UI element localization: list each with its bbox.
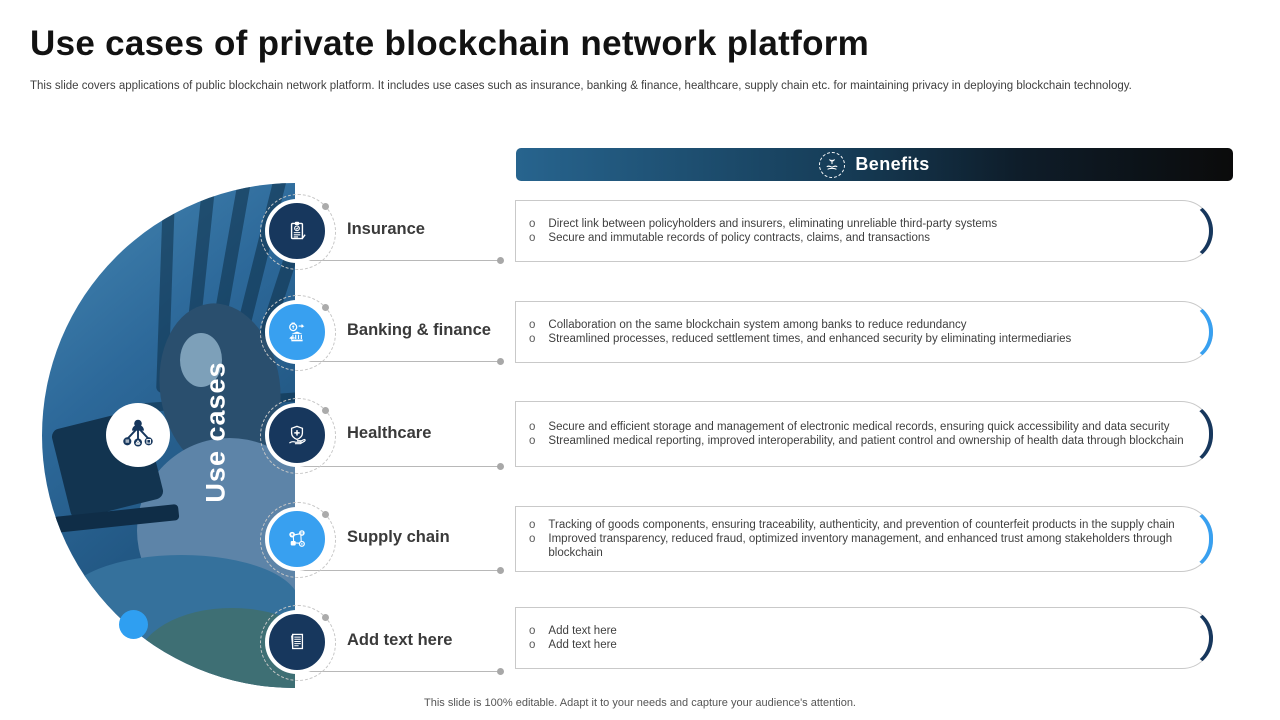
bullet-marker: o: [529, 232, 536, 244]
add-text-icon-badge: [260, 605, 336, 681]
bullet-marker: o: [529, 420, 536, 433]
use-cases-hub-badge: [106, 403, 170, 467]
bullet-marker: o: [529, 217, 536, 230]
ring-dot: [322, 304, 329, 311]
dashed-ring: [260, 502, 336, 578]
supply-chain-network-nodes-icon: [265, 507, 329, 571]
slide-title: Use cases of private blockchain network …: [30, 24, 870, 63]
user-network-hierarchy-icon: [119, 414, 157, 457]
connector-line: [300, 567, 504, 574]
supply-chain-icon-badge: [260, 502, 336, 578]
connector-line: [300, 358, 504, 365]
document-pen-icon: [265, 610, 329, 674]
row-label-banking-finance: Banking & finance: [347, 321, 491, 339]
benefits-header-label: Benefits: [855, 154, 930, 174]
ring-dot: [322, 203, 329, 210]
benefits-header-bar: Benefits: [516, 148, 1233, 181]
bullet-marker: o: [529, 318, 536, 331]
connector-line: [300, 257, 504, 264]
insurance-policy-clipboard-icon: [265, 199, 329, 263]
row-label-insurance: Insurance: [347, 220, 425, 238]
decorative-blue-dot: [119, 610, 148, 639]
ring-dot: [322, 511, 329, 518]
healthcare-icon-badge: [260, 398, 336, 474]
insurance-icon-badge: [260, 194, 336, 270]
bullet-marker: o: [529, 435, 536, 447]
bullet-marker: o: [529, 518, 536, 531]
row-label-healthcare: Healthcare: [347, 424, 432, 442]
slide-footer-note: This slide is 100% editable. Adapt it to…: [424, 697, 856, 709]
bullet-marker: o: [529, 624, 536, 637]
connector-line: [300, 668, 504, 675]
hand-holding-medical-shield-icon: [265, 403, 329, 467]
use-cases-vertical-label: Use cases: [200, 361, 231, 503]
dashed-ring: [260, 194, 336, 270]
row-label-add-text[interactable]: Add text here: [347, 631, 453, 649]
use-cases-photo-semicircle: [42, 183, 295, 688]
slide-subtitle: This slide covers applications of public…: [30, 80, 1132, 92]
row-label-supply-chain: Supply chain: [347, 528, 450, 546]
dashed-ring: [260, 398, 336, 474]
bullet-marker: o: [529, 532, 536, 545]
dashed-ring: [260, 605, 336, 681]
ring-dot: [322, 407, 329, 414]
bank-money-exchange-icon: [265, 300, 329, 364]
dashed-ring: [260, 295, 336, 371]
connector-line: [300, 463, 504, 470]
photo-person-face: [180, 333, 222, 387]
bullet-marker: o: [529, 639, 536, 651]
ring-dot: [322, 614, 329, 621]
banking-icon-badge: [260, 295, 336, 371]
hands-care-plant-icon: [819, 151, 846, 178]
bullet-marker: o: [529, 333, 536, 345]
